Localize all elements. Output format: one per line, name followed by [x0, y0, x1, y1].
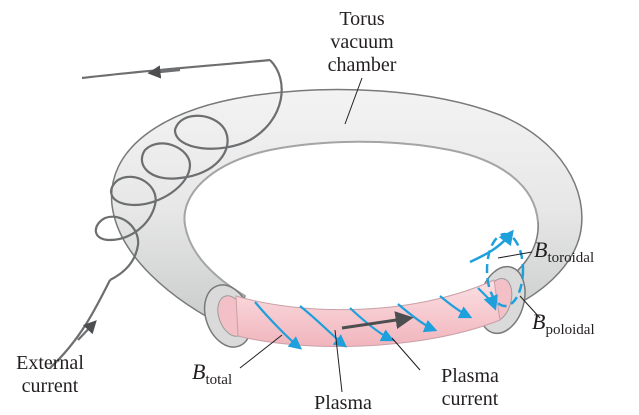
torus-label-line2: vacuum [302, 31, 422, 54]
external-label-line2: current [0, 375, 100, 398]
b-total-label: Btotal [192, 360, 232, 387]
b-total-subscript: total [205, 372, 232, 388]
coil-lead-top [82, 60, 270, 78]
torus-label-line3: chamber [302, 54, 422, 77]
b-toroidal-subscript: toroidal [547, 250, 594, 266]
b-toroidal-label: Btoroidal [534, 238, 594, 265]
plasma-current-label: Plasma current [425, 365, 515, 411]
plasma-current-line2: current [425, 388, 515, 411]
torus-label-line1: Torus [302, 8, 422, 31]
b-poloidal-subscript: poloidal [545, 322, 594, 338]
b-poloidal-label: Bpoloidal [532, 310, 595, 337]
b-poloidal-symbol: B [532, 309, 545, 334]
b-toroidal-symbol: B [534, 237, 547, 262]
external-current-label: External current [0, 352, 100, 398]
plasma-current-line1: Plasma [425, 365, 515, 388]
plasma-label: Plasma [298, 392, 388, 415]
external-label-line1: External [0, 352, 100, 375]
b-total-symbol: B [192, 359, 205, 384]
plasma-label-text: Plasma [298, 392, 388, 415]
torus-label: Torus vacuum chamber [302, 8, 422, 77]
plasma-tube [236, 280, 500, 347]
